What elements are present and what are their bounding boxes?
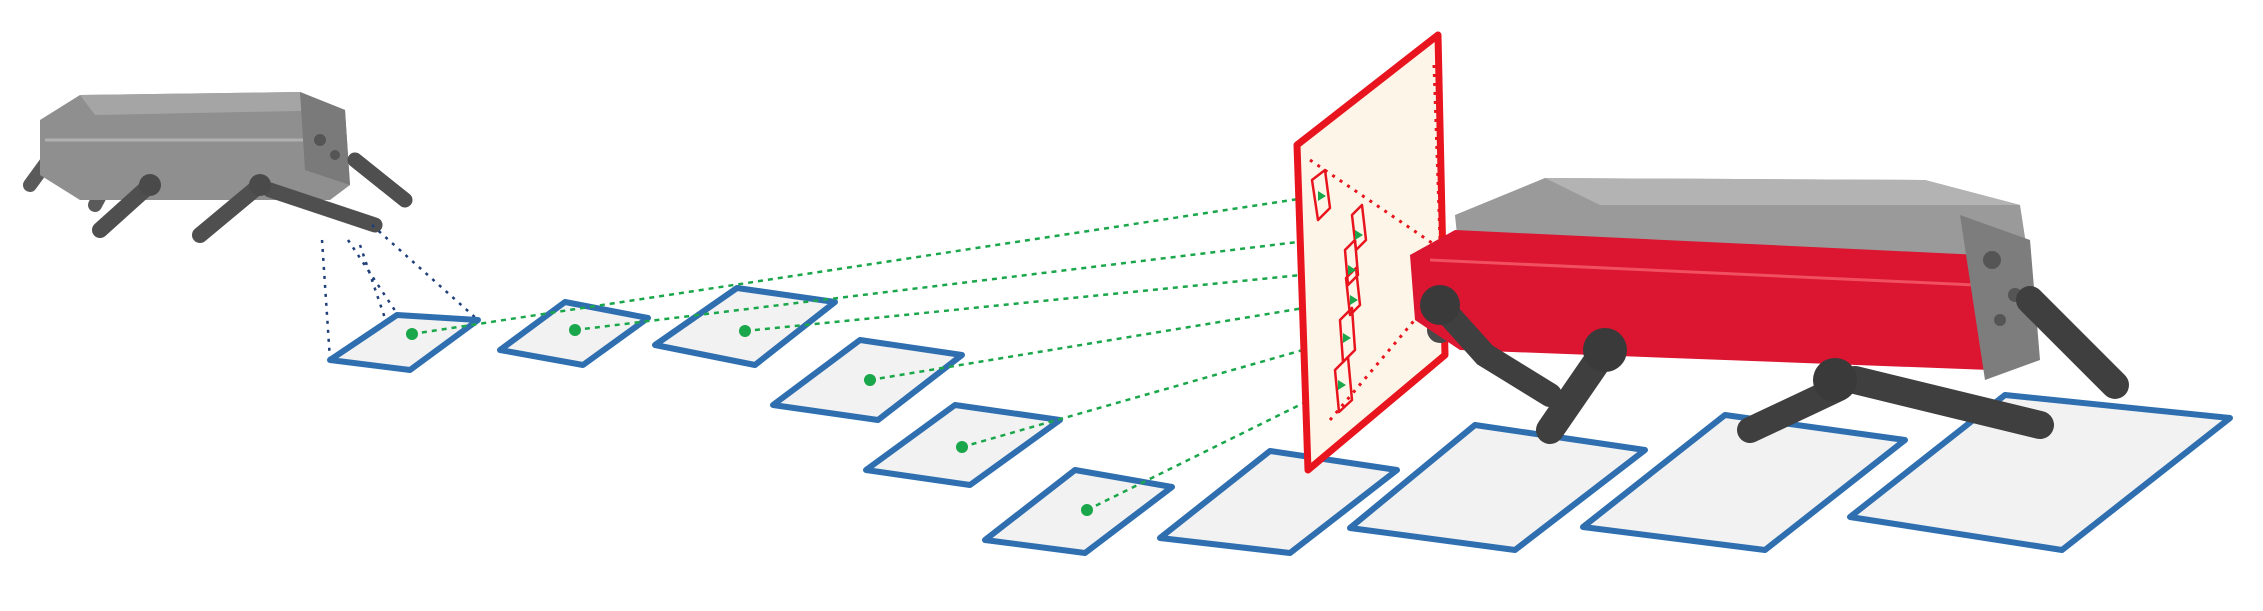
large-robot-icon — [1410, 178, 2129, 444]
frame-9 — [1580, 412, 1908, 553]
correspondence-lines — [411, 194, 1356, 512]
image-plane — [1293, 31, 1449, 474]
frame-7 — [1157, 448, 1400, 556]
frame-10 — [1847, 392, 2233, 553]
frame-8 — [1347, 422, 1648, 553]
future-frames — [1157, 392, 2233, 556]
projected-frames — [1310, 168, 1368, 414]
frame-1 — [327, 312, 481, 373]
small-robot-icon — [23, 92, 413, 243]
